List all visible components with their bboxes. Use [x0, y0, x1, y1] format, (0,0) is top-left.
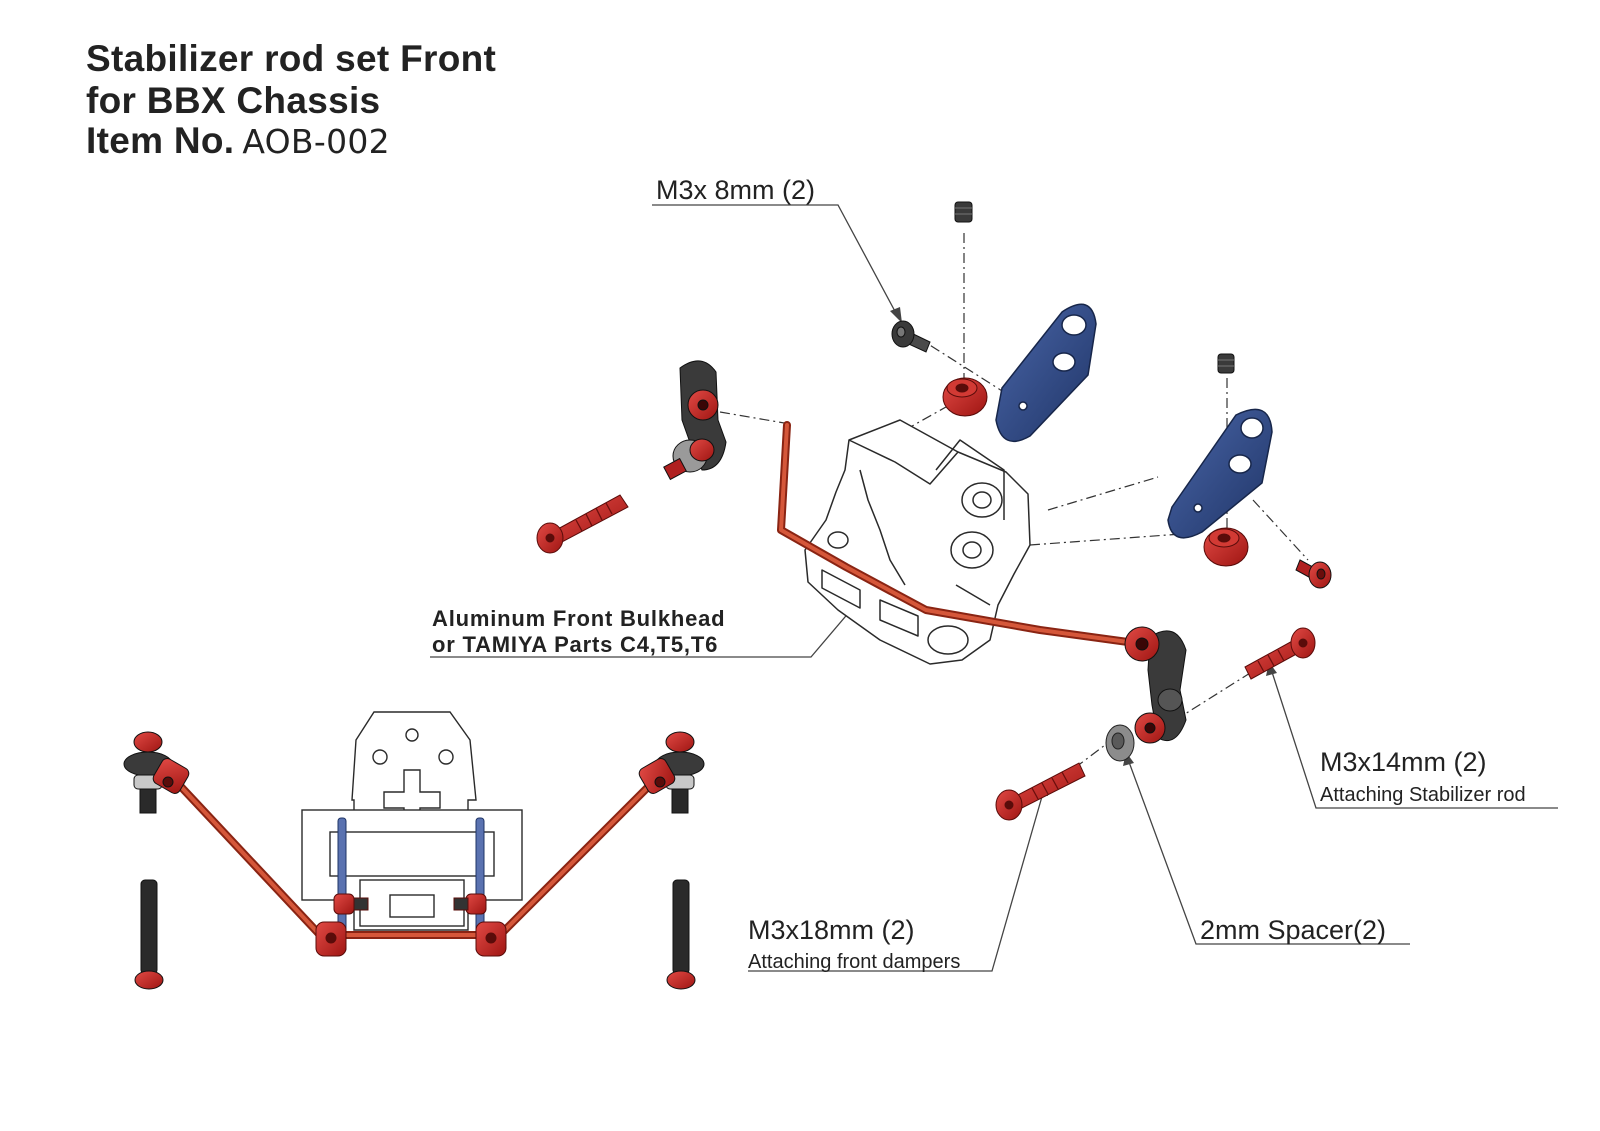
ball-link-right: [1124, 626, 1187, 744]
m3x18-screw-right: [995, 762, 1086, 821]
item-no-value: AOB-002: [242, 122, 390, 161]
stopper-collar-upper: [942, 377, 988, 417]
mount-plate-upper: [995, 303, 1097, 442]
front-bulkhead: [804, 419, 1031, 665]
assembled-ball-link-right: [638, 731, 705, 814]
stopper-collar-lower: [1203, 527, 1249, 567]
callout-m3x8: M3x 8mm (2): [656, 175, 816, 205]
mount-plate-lower: [1167, 408, 1273, 539]
callout-lines: [430, 204, 1558, 972]
callout-bulkhead-line-2: or TAMIYA Parts C4,T5,T6: [432, 632, 719, 657]
grub-screw-1: [954, 201, 973, 223]
leader-m3x14: [1271, 671, 1558, 809]
callout-m3x18-description: Attaching front dampers: [748, 951, 961, 973]
leader-spacer: [1128, 761, 1410, 945]
ball-link-left: [663, 360, 727, 481]
spacer-2mm: [1105, 724, 1135, 762]
callout-spacer: 2mm Spacer(2): [1200, 915, 1387, 945]
title-line-2: for BBX Chassis: [86, 80, 381, 121]
callout-m3x14-description: Attaching Stabilizer rod: [1320, 784, 1526, 806]
m3x8-screw-upper: [891, 320, 931, 353]
m3x14-screw: [1244, 627, 1316, 680]
arrowhead-m3x8: [890, 307, 902, 323]
assembled-stabilizer-rod: [166, 771, 664, 939]
grub-screw-2: [1217, 353, 1235, 374]
assembled-damper-screws: [134, 879, 696, 990]
callout-bulkhead-line-1: Aluminum Front Bulkhead: [432, 606, 726, 631]
assembled-side-plates: [337, 817, 485, 953]
assembled-ball-link-left: [123, 731, 190, 814]
m3x8-screw-lower: [1295, 559, 1332, 589]
leader-m3x18: [748, 792, 1044, 972]
title-line-3: Item No.AOB-002: [86, 122, 390, 159]
title-line-1: Stabilizer rod set Front: [86, 38, 497, 79]
stabilizer-rod-exploded: [777, 421, 1132, 646]
callout-m3x18: M3x18mm (2): [748, 915, 915, 945]
m3x18-screw-left: [536, 494, 629, 554]
assembled-collars: [315, 893, 507, 957]
leader-m3x8: [652, 204, 898, 316]
item-no-label: Item No.: [86, 120, 235, 161]
leader-bulkhead: [430, 596, 863, 658]
callout-m3x14: M3x14mm (2): [1320, 747, 1487, 777]
